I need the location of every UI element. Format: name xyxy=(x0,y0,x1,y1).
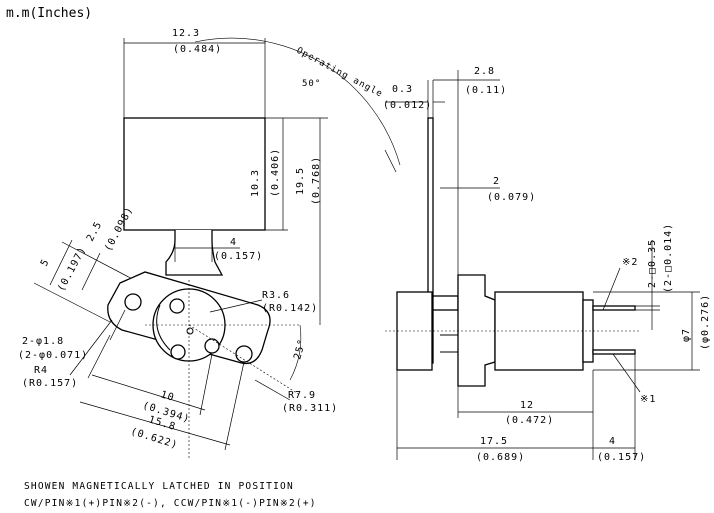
centerline xyxy=(188,324,301,396)
dim-angle-25: 25° xyxy=(292,338,308,361)
dim-dia-mm: φ7 xyxy=(681,328,692,342)
leader-holes xyxy=(109,309,126,341)
dim-12-in: (0.472) xyxy=(505,415,554,426)
dim-paddle-h-in: (0.406) xyxy=(270,148,281,197)
pin-2-marker: ※2 xyxy=(622,257,638,268)
motor-rear xyxy=(582,299,594,363)
dim-17-5-in: (0.689) xyxy=(476,452,525,463)
dim-line xyxy=(199,353,213,416)
dim-width-in: (0.484) xyxy=(173,44,222,55)
dim-line xyxy=(87,334,111,379)
pin-1 xyxy=(592,349,636,355)
dim-line xyxy=(49,239,73,286)
dim-line xyxy=(79,401,231,446)
dim-4-in: (0.157) xyxy=(597,452,646,463)
dim-12-mm: 12 xyxy=(520,400,534,411)
leader-r4 xyxy=(69,319,113,376)
dim-0-3-mm: 0.3 xyxy=(392,84,413,95)
mount-hole-left xyxy=(124,293,142,311)
operating-angle-label: Operating angle xyxy=(295,46,385,100)
dim-r79-mm: R7.9 xyxy=(288,390,316,401)
units-label: m.m(Inches) xyxy=(6,6,92,21)
dim-pin-mm: 2-□0.35 xyxy=(647,239,658,288)
dim-4-mm: 4 xyxy=(609,436,616,447)
leader-r36 xyxy=(209,299,263,313)
dim-width-mm: 12.3 xyxy=(172,28,200,39)
note-line-2: CW/PIN※1(+)PIN※2(-), CCW/PIN※1(-)PIN※2(+… xyxy=(24,498,317,509)
dim-line xyxy=(91,374,206,411)
dim-r36-mm: R3.6 xyxy=(262,290,290,301)
rotor-hole-right xyxy=(204,338,220,354)
dim-10-mm: 10 xyxy=(159,389,176,404)
leader-pin-2 xyxy=(602,267,621,311)
dim-r79-in: (R0.311) xyxy=(282,403,338,414)
dim-2-in: (0.079) xyxy=(487,192,536,203)
dim-neck-in: (0.157) xyxy=(214,251,263,262)
dim-2-8-in: (0.11) xyxy=(465,85,507,96)
rotor-slot xyxy=(156,304,171,351)
operating-angle-value: 50° xyxy=(302,79,321,89)
paddle xyxy=(123,117,266,231)
rotor-hole-bottom xyxy=(170,344,186,360)
dim-total-h-in: (0.768) xyxy=(311,156,322,205)
dim-2-5-mm: 2.5 xyxy=(85,220,105,244)
leader-pin-1 xyxy=(612,353,641,393)
pin-2 xyxy=(592,305,636,311)
dim-line xyxy=(33,282,111,323)
dim-line xyxy=(81,252,101,291)
dim-r4-in: (R0.157) xyxy=(22,378,78,389)
dim-r36-in: (R0.142) xyxy=(262,303,318,314)
dim-neck-mm: 4 xyxy=(230,237,237,248)
dim-0-3-in: (0.012) xyxy=(383,100,432,111)
dim-pin-in: (2-□0.014) xyxy=(663,223,674,293)
dim-line xyxy=(224,361,245,451)
pin-1-marker: ※1 xyxy=(640,394,656,405)
operating-angle-arc xyxy=(194,37,401,166)
dim-holes-mm: 2-φ1.8 xyxy=(22,336,64,347)
dim-17-5-mm: 17.5 xyxy=(480,436,508,447)
dim-2-mm: 2 xyxy=(493,176,500,187)
dim-r4-mm: R4 xyxy=(34,365,48,376)
angle-25-arc xyxy=(289,324,302,381)
dim-dia-in: (φ0.276) xyxy=(700,294,711,350)
bracket-side xyxy=(457,274,496,387)
dim-line xyxy=(61,241,141,284)
rotor-hole-top xyxy=(169,298,185,314)
rotor-hub xyxy=(432,295,459,311)
note-line-1: SHOWEN MAGNETICALLY LATCHED IN POSITION xyxy=(24,481,294,492)
dim-5-mm: 5 xyxy=(39,257,52,268)
front-view: Operating angle 50° 12.3 (0.484) 10.3 (0… xyxy=(18,28,401,460)
side-view: 0.3 (0.012) 2.8 (0.11) 2 (0.079) 2-□0.35… xyxy=(383,66,711,463)
dim-holes-in: (2-φ0.071) xyxy=(18,350,88,361)
dim-paddle-h-mm: 10.3 xyxy=(250,169,261,197)
leader-r79 xyxy=(254,379,291,401)
operating-angle-arrow xyxy=(384,149,397,173)
dim-2-8-mm: 2.8 xyxy=(474,66,495,77)
dim-total-h-mm: 19.5 xyxy=(295,167,306,195)
rotor-center xyxy=(186,327,194,335)
